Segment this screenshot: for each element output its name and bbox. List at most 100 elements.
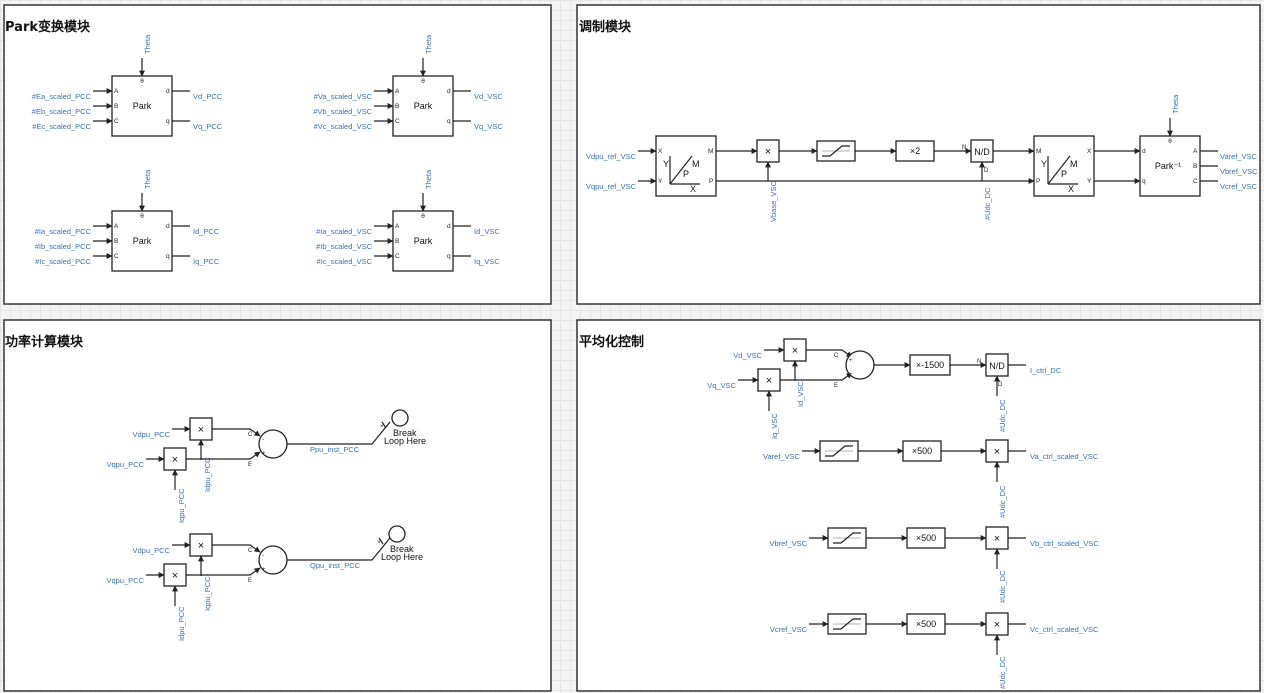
signal-label: Vdpu_ref_VSC: [586, 152, 637, 161]
multiplier-block[interactable]: ×: [189, 533, 213, 557]
svg-text:+: +: [262, 451, 266, 457]
signal-label: Vcref_VSC: [770, 625, 808, 634]
signal-label: #Eb_scaled_PCC: [32, 107, 92, 116]
svg-text:q: q: [166, 118, 170, 125]
svg-text:N/D: N/D: [989, 361, 1005, 371]
multiplier-block[interactable]: ×: [985, 612, 1009, 636]
svg-text:×: ×: [377, 540, 381, 546]
multiplier-block[interactable]: ×: [985, 439, 1009, 463]
theta-label: Theta: [143, 34, 152, 54]
svg-text:Loop Here: Loop Here: [381, 552, 423, 562]
svg-text:Y: Y: [658, 178, 663, 185]
signal-label: Vqpu_PCC: [106, 576, 144, 585]
park-block-label: Park: [414, 236, 433, 246]
svg-text:q: q: [1142, 178, 1146, 185]
svg-text:d: d: [166, 223, 170, 230]
signal-label: Vc_ctrl_scaled_VSC: [1030, 625, 1099, 634]
break-loop-node[interactable]: × Break Loop Here: [377, 525, 423, 562]
signal-label: Vqpu_PCC: [106, 460, 144, 469]
signal-label: Id_VSC: [796, 381, 805, 407]
park-block-2[interactable]: Park θ ABC dq: [392, 75, 454, 137]
svg-text:N/D: N/D: [974, 147, 990, 157]
park-block-label: Park: [133, 236, 152, 246]
multiplier-block[interactable]: ×: [163, 447, 187, 471]
svg-text:B: B: [1193, 163, 1197, 170]
multiply-icon: ×: [994, 619, 1000, 631]
multiplier-block[interactable]: ×: [757, 368, 781, 392]
multiplier-block[interactable]: ×: [756, 139, 780, 163]
multiplier-block[interactable]: ×: [189, 417, 213, 441]
break-loop-node[interactable]: × Break Loop Here: [380, 409, 426, 446]
svg-text:A: A: [395, 88, 400, 95]
svg-text:X: X: [658, 148, 663, 155]
xy-polar-converter[interactable]: Y M P X X Y M P: [655, 135, 717, 197]
svg-text:C: C: [834, 353, 839, 359]
signal-label: Ppu_inst_PCC: [310, 445, 360, 454]
svg-text:B: B: [114, 103, 118, 110]
summing-junction[interactable]: - +: [258, 429, 288, 459]
signal-label: #Ib_scaled_PCC: [35, 242, 92, 251]
signal-label: #Va_scaled_VSC: [314, 92, 373, 101]
svg-text:Y: Y: [663, 159, 669, 169]
signal-label: Vbref_VSC: [769, 539, 807, 548]
multiply-icon: ×: [994, 446, 1000, 458]
signal-label: #Ec_scaled_PCC: [32, 122, 91, 131]
svg-text:×500: ×500: [916, 619, 936, 629]
signal-label: #Vc_scaled_VSC: [314, 122, 373, 131]
gain-block-x500[interactable]: ×500: [906, 613, 946, 635]
panel-title-park: Park变换模块: [5, 19, 91, 35]
gain-block-x-1500[interactable]: ×-1500: [909, 354, 951, 376]
limiter-block[interactable]: [827, 613, 867, 635]
limiter-block[interactable]: [819, 440, 859, 462]
theta-label: Theta: [1171, 94, 1180, 114]
inverse-park-block[interactable]: Park⁻¹ θ d q A B C: [1139, 135, 1201, 197]
signal-label: Iq_VSC: [770, 413, 779, 439]
signal-label: I_ctrl_DC: [1030, 366, 1062, 375]
svg-text:N: N: [977, 359, 981, 365]
signal-label: Qpu_inst_PCC: [310, 561, 361, 570]
park-block-label: Park: [133, 101, 152, 111]
multiplier-block[interactable]: ×: [783, 338, 807, 362]
park-block-1[interactable]: Park θ A B C d q: [111, 75, 173, 137]
signal-label: Vdpu_PCC: [132, 546, 170, 555]
svg-text:d: d: [1142, 148, 1146, 155]
multiply-icon: ×: [198, 424, 204, 436]
gain-block-x500[interactable]: ×500: [906, 527, 946, 549]
signal-label: Vb_ctrl_scaled_VSC: [1030, 539, 1099, 548]
summing-junction[interactable]: - +: [258, 545, 288, 575]
svg-text:A: A: [114, 88, 119, 95]
signal-label: #Ic_scaled_VSC: [317, 257, 373, 266]
polar-xy-converter[interactable]: Y M P X M P X Y: [1033, 135, 1095, 197]
svg-text:B: B: [395, 103, 399, 110]
svg-text:×500: ×500: [916, 533, 936, 543]
svg-text:-: -: [262, 437, 264, 443]
summing-junction[interactable]: + +: [845, 350, 875, 380]
divider-block[interactable]: N/D N D: [977, 353, 1009, 388]
signal-label: Varef_VSC: [1220, 152, 1258, 161]
park-block-3[interactable]: Park θ ABC dq: [111, 210, 173, 272]
multiplier-block[interactable]: ×: [163, 563, 187, 587]
signal-label: #Udc_DC: [983, 187, 992, 220]
multiply-icon: ×: [792, 345, 798, 357]
svg-text:E: E: [248, 578, 252, 584]
signal-label: Vd_PCC: [193, 92, 223, 101]
svg-text:+: +: [849, 372, 853, 378]
theta-label: Theta: [424, 169, 433, 189]
limiter-block[interactable]: [816, 140, 856, 162]
signal-label: #Ia_scaled_PCC: [35, 227, 92, 236]
multiplier-block[interactable]: ×: [985, 526, 1009, 550]
park-block-4[interactable]: Park θ ABC dq: [392, 210, 454, 272]
svg-text:+: +: [849, 358, 853, 364]
svg-text:C: C: [114, 118, 119, 125]
svg-text:d: d: [166, 88, 170, 95]
signal-label: #Ib_scaled_VSC: [316, 242, 372, 251]
signal-label: Iqpu_PCC: [177, 488, 186, 523]
gain-block-x2[interactable]: ×2: [895, 140, 935, 162]
gain-block-x500[interactable]: ×500: [902, 440, 942, 462]
svg-text:d: d: [447, 88, 451, 95]
signal-label: Va_ctrl_scaled_VSC: [1030, 452, 1099, 461]
svg-text:D: D: [984, 168, 989, 174]
svg-text:M: M: [1070, 159, 1078, 169]
limiter-block[interactable]: [827, 527, 867, 549]
svg-text:θ: θ: [140, 78, 144, 85]
